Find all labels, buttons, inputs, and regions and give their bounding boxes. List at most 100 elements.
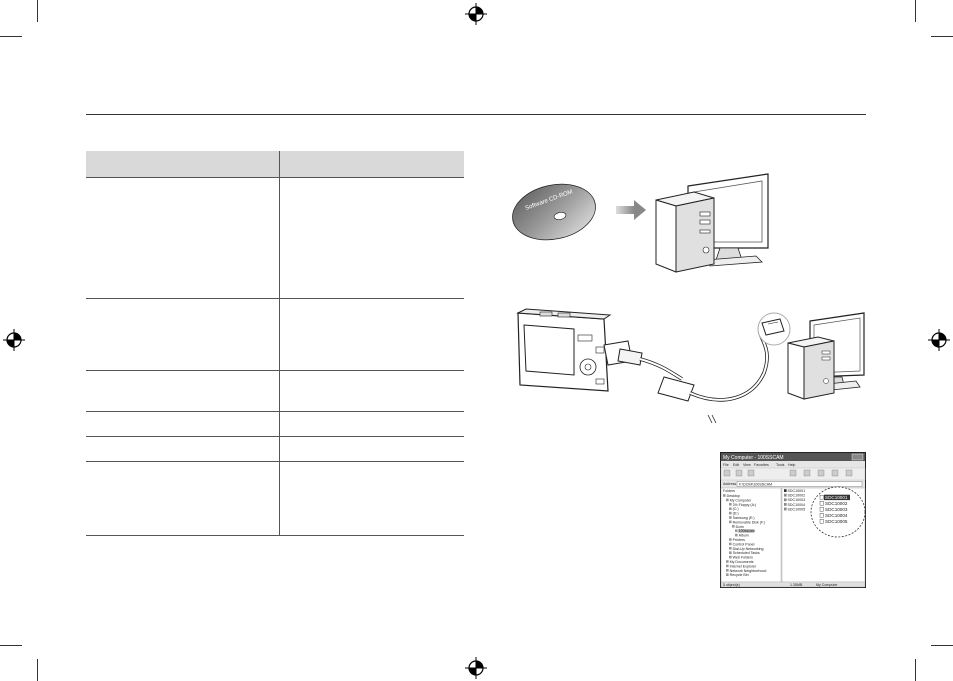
table-row-line <box>86 298 464 299</box>
tree-item[interactable]: Printers <box>733 538 746 542</box>
svg-text:F:\DCIM\100SSCAM: F:\DCIM\100SSCAM <box>739 483 772 487</box>
tree-item[interactable]: My Computer <box>730 498 752 502</box>
tree-item[interactable]: Internet Explorer <box>730 564 757 568</box>
svg-text:Edit: Edit <box>733 463 739 467</box>
header-rule <box>86 114 866 115</box>
arrow-right-icon <box>616 200 646 220</box>
cd-install-illustration: Software CD-ROM <box>512 173 769 273</box>
table-header <box>86 151 464 177</box>
tree-item[interactable]: Recycle Bin <box>730 573 749 577</box>
tree-item[interactable]: (D:) <box>733 512 739 516</box>
registration-mark-right <box>928 329 950 351</box>
crop-mark-bl-h <box>0 645 22 646</box>
zoom-file-item: SDC10001 <box>825 495 848 500</box>
folder-icon <box>729 511 732 515</box>
crop-mark-tr-v <box>915 0 916 22</box>
tree-item[interactable]: My Documents <box>730 560 754 564</box>
folder-icon <box>726 569 729 572</box>
tree-item[interactable]: Scheduled Tasks <box>733 551 760 555</box>
pc-tower-icon <box>787 336 835 400</box>
crop-mark-tl-v <box>37 0 38 22</box>
folder-icon <box>735 529 738 532</box>
svg-text:Address: Address <box>723 482 736 486</box>
folder-icon <box>729 542 732 546</box>
tree-item[interactable]: Dial-Up Networking <box>733 547 764 551</box>
folder-icon <box>723 494 726 497</box>
table-column-divider <box>279 151 280 536</box>
zoom-file-item: SDC10003 <box>825 507 848 512</box>
address-bar: Address F:\DCIM\100SSCAM <box>723 481 863 487</box>
tree-item[interactable]: Control Panel <box>733 542 755 546</box>
toolbar <box>720 467 866 481</box>
file-icon <box>784 498 787 502</box>
explorer-window-screenshot: My Computer - 100SSCAM File Edit View Fa… <box>720 452 866 588</box>
folder-icon <box>726 560 729 563</box>
table-row-line <box>86 177 464 178</box>
camera-usb-connection-illustration <box>516 308 865 424</box>
file-icon <box>819 518 824 524</box>
tree-item[interactable]: Desktop <box>727 494 740 498</box>
selected-file-highlight <box>824 494 850 501</box>
folder-icon <box>726 564 729 568</box>
zoom-file-item: SDC10002 <box>825 501 848 506</box>
svg-text:Tools: Tools <box>776 463 785 467</box>
window-title: My Computer - 100SSCAM <box>723 455 784 461</box>
file-icon <box>819 501 824 506</box>
tree-item[interactable]: Dcim <box>736 525 744 529</box>
file-icon <box>784 503 787 506</box>
folders-label: Folders <box>723 489 735 493</box>
status-bar <box>720 581 866 588</box>
table-bottom-line <box>86 535 464 536</box>
zoom-file-item: SDC10005 <box>825 519 848 524</box>
registration-mark-top <box>465 3 487 25</box>
tree-item[interactable]: (C:) <box>733 507 739 511</box>
table-row-line <box>86 370 464 371</box>
file-icon <box>819 507 824 512</box>
file-item[interactable]: SDC10001 <box>788 489 806 493</box>
crop-mark-br-v <box>915 659 916 681</box>
cd-rom-icon: Software CD-ROM <box>512 183 596 241</box>
folder-icon <box>729 547 732 550</box>
registration-mark-bottom <box>465 657 487 679</box>
tree-item[interactable]: 100sscam <box>739 529 755 533</box>
folder-icon <box>729 507 732 510</box>
usb-cable-icon <box>603 332 769 424</box>
file-item[interactable]: SDC10005 <box>788 507 806 511</box>
folder-icon <box>732 525 735 528</box>
table-row-line <box>86 411 464 412</box>
table-row-line <box>86 436 464 437</box>
file-item[interactable]: SDC10002 <box>788 494 806 498</box>
usb-port-zoom <box>757 312 791 346</box>
menu-bar: File Edit View Favorites Tools Help <box>723 463 795 467</box>
tree-item[interactable]: Samsung (E:) <box>733 516 755 520</box>
file-item[interactable]: SDC10004 <box>788 503 806 507</box>
folder-icon <box>729 503 732 506</box>
svg-text:1.35MB: 1.35MB <box>790 583 803 587</box>
tree-item[interactable]: Album <box>739 534 749 538</box>
folder-icon <box>729 551 732 554</box>
folder-icon <box>726 573 729 576</box>
folder-icon <box>735 533 738 537</box>
tree-item[interactable]: Network Neighborhood <box>730 569 767 573</box>
table-row-line <box>86 461 464 462</box>
svg-text:5 object(s): 5 object(s) <box>723 583 740 587</box>
svg-text:View: View <box>743 463 751 467</box>
file-icon <box>819 513 824 518</box>
tree-item[interactable]: 3½ Floppy (A:) <box>733 503 757 507</box>
close-icon <box>851 453 864 461</box>
camera-icon <box>516 308 612 392</box>
crop-mark-tr-h <box>931 36 953 37</box>
crop-mark-tl-h <box>0 36 22 37</box>
tree-item[interactable]: Web Folders <box>733 556 754 560</box>
svg-text:File: File <box>723 463 729 467</box>
crop-mark-bl-v <box>37 659 38 681</box>
folder-icon <box>729 520 732 524</box>
selected-folder-highlight <box>738 529 755 533</box>
tree-item[interactable]: Removable Disk (F:) <box>733 520 766 524</box>
folder-icon <box>729 538 732 541</box>
zoom-file-item: SDC10004 <box>825 513 848 518</box>
file-item[interactable]: SDC10003 <box>788 498 806 502</box>
